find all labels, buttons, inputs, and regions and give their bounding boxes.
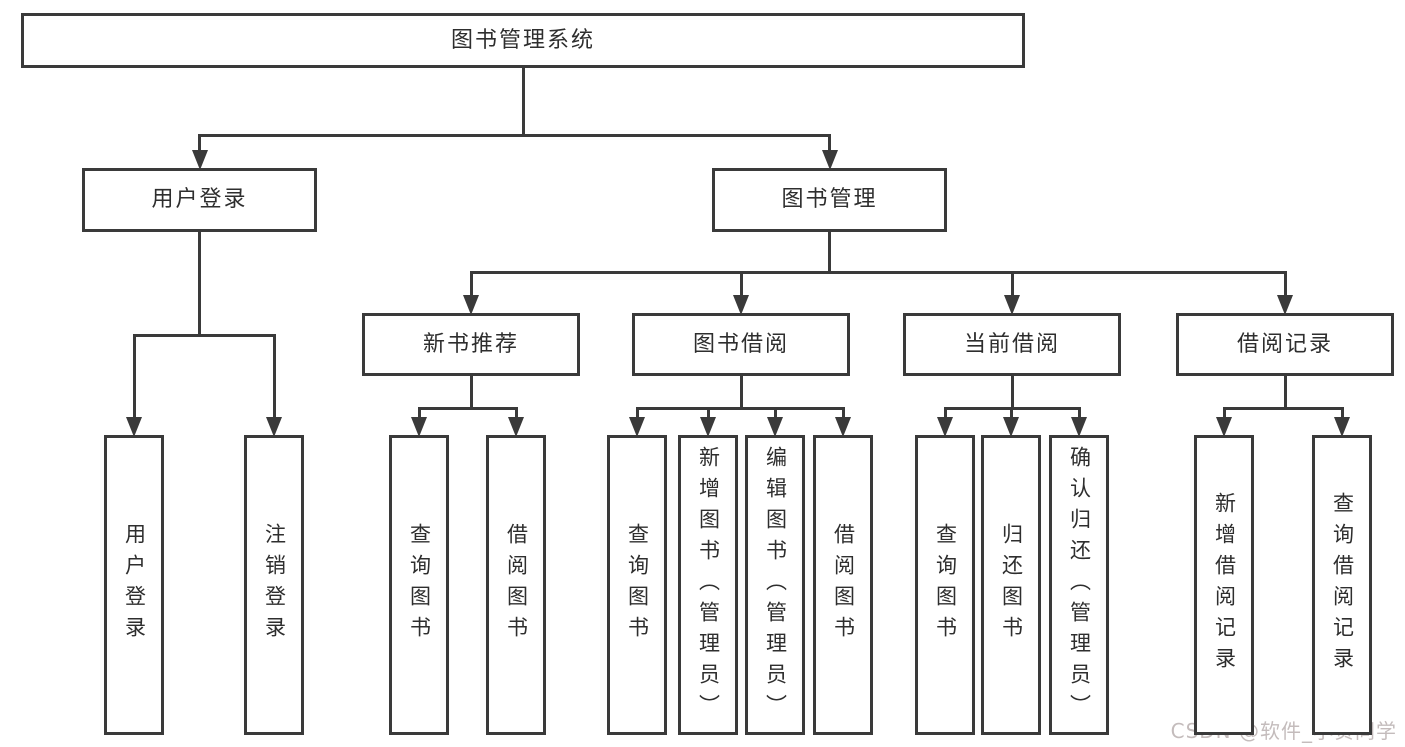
arrowhead-br-query-leaf [1334, 417, 1350, 437]
connector-drop-br-query-leaf [1340, 408, 1344, 417]
arrowhead-nbr-borrow-leaf [508, 417, 524, 437]
connector-stem-book-mgmt [828, 232, 831, 274]
arrowhead-bb-edit-leaf [767, 417, 783, 437]
node-label-bb-borrow-leaf: 借阅图书 [831, 523, 856, 647]
connector-stem-current-borrow [1010, 376, 1014, 410]
connector-stem-borrow-records [1283, 376, 1287, 410]
connector-drop-bb-borrow-leaf [841, 408, 845, 417]
connector-drop-current-borrow [1010, 272, 1014, 295]
node-logout-leaf: 注销登录 [244, 435, 304, 735]
node-label-cb-query-leaf: 查询图书 [933, 523, 958, 647]
node-new-book-rec: 新书推荐 [362, 313, 580, 376]
connector-branch-user-login [132, 333, 276, 337]
node-bb-query-leaf: 查询图书 [607, 435, 667, 735]
node-bb-borrow-leaf: 借阅图书 [813, 435, 873, 735]
connector-drop-user-login-leaf [132, 335, 136, 417]
arrowhead-new-book-rec [463, 295, 479, 315]
node-br-query-leaf: 查询借阅记录 [1312, 435, 1372, 735]
connector-drop-nbr-borrow-leaf [514, 408, 518, 417]
node-cb-return-leaf: 归还图书 [981, 435, 1041, 735]
arrowhead-bb-borrow-leaf [835, 417, 851, 437]
arrowhead-book-mgmt [821, 150, 838, 170]
node-user-login: 用户登录 [82, 168, 317, 232]
connector-drop-user-login [198, 135, 201, 150]
node-cb-confirm-leaf: 确认归还（管理员） [1049, 435, 1109, 735]
node-root: 图书管理系统 [21, 13, 1025, 68]
node-label-logout-leaf: 注销登录 [262, 523, 287, 647]
arrowhead-br-add-leaf [1216, 417, 1232, 437]
node-label-br-query-leaf: 查询借阅记录 [1330, 492, 1355, 678]
connector-stem-new-book-rec [469, 376, 473, 410]
arrowhead-book-borrow [733, 295, 749, 315]
node-borrow-records: 借阅记录 [1176, 313, 1394, 376]
connector-drop-cb-query-leaf [943, 408, 947, 417]
connector-drop-new-book-rec [469, 272, 473, 295]
connector-branch-borrow-records [1222, 406, 1344, 410]
connector-stem-user-login [198, 232, 201, 337]
arrowhead-user-login [191, 150, 208, 170]
node-label-bb-edit-leaf: 编辑图书（管理员） [763, 445, 788, 725]
node-label-bb-add-leaf: 新增图书（管理员） [696, 445, 721, 725]
connector-drop-cb-return-leaf [1009, 408, 1013, 417]
node-label-new-book-rec: 新书推荐 [422, 331, 519, 357]
connector-stem-root [521, 68, 525, 137]
connector-drop-br-add-leaf [1222, 408, 1226, 417]
node-label-nbr-borrow-leaf: 借阅图书 [504, 523, 529, 647]
node-nbr-query-leaf: 查询图书 [389, 435, 449, 735]
node-label-root: 图书管理系统 [450, 27, 595, 53]
node-bb-edit-leaf: 编辑图书（管理员） [745, 435, 805, 735]
node-book-borrow: 图书借阅 [632, 313, 850, 376]
node-label-br-add-leaf: 新增借阅记录 [1212, 492, 1237, 678]
arrowhead-nbr-query-leaf [411, 417, 427, 437]
node-label-user-login-leaf: 用户登录 [122, 523, 147, 647]
connector-drop-bb-add-leaf [706, 408, 710, 417]
connector-branch-root [198, 133, 831, 137]
node-label-cb-return-leaf: 归还图书 [999, 523, 1024, 647]
connector-drop-nbr-query-leaf [417, 408, 421, 417]
arrowhead-current-borrow [1004, 295, 1020, 315]
connector-branch-book-borrow [635, 406, 845, 410]
arrowhead-user-login-leaf [126, 417, 142, 437]
arrowhead-bb-add-leaf [700, 417, 716, 437]
arrowhead-cb-query-leaf [937, 417, 953, 437]
node-label-user-login: 用户登录 [151, 187, 248, 212]
node-label-nbr-query-leaf: 查询图书 [407, 523, 432, 647]
node-cb-query-leaf: 查询图书 [915, 435, 975, 735]
node-bb-add-leaf: 新增图书（管理员） [678, 435, 738, 735]
connector-drop-borrow-records [1283, 272, 1287, 295]
arrowhead-borrow-records [1277, 295, 1293, 315]
connector-drop-book-borrow [739, 272, 743, 295]
node-user-login-leaf: 用户登录 [104, 435, 164, 735]
arrowhead-logout-leaf [266, 417, 282, 437]
node-label-book-mgmt: 图书管理 [781, 187, 878, 212]
arrowhead-cb-return-leaf [1003, 417, 1019, 437]
node-nbr-borrow-leaf: 借阅图书 [486, 435, 546, 735]
node-book-mgmt: 图书管理 [712, 168, 947, 232]
connector-drop-bb-edit-leaf [773, 408, 777, 417]
node-label-borrow-records: 借阅记录 [1236, 331, 1333, 357]
connector-stem-book-borrow [739, 376, 743, 410]
node-current-borrow: 当前借阅 [903, 313, 1121, 376]
node-label-cb-confirm-leaf: 确认归还（管理员） [1067, 445, 1092, 725]
connector-branch-new-book-rec [417, 406, 518, 410]
connector-drop-book-mgmt [828, 135, 831, 150]
node-label-bb-query-leaf: 查询图书 [625, 523, 650, 647]
connector-drop-cb-confirm-leaf [1077, 408, 1081, 417]
node-label-book-borrow: 图书借阅 [692, 331, 789, 357]
node-br-add-leaf: 新增借阅记录 [1194, 435, 1254, 735]
node-label-current-borrow: 当前借阅 [963, 331, 1060, 357]
connector-branch-book-mgmt [469, 270, 1287, 274]
connector-drop-bb-query-leaf [635, 408, 639, 417]
arrowhead-bb-query-leaf [629, 417, 645, 437]
arrowhead-cb-confirm-leaf [1071, 417, 1087, 437]
connector-drop-logout-leaf [272, 335, 276, 417]
